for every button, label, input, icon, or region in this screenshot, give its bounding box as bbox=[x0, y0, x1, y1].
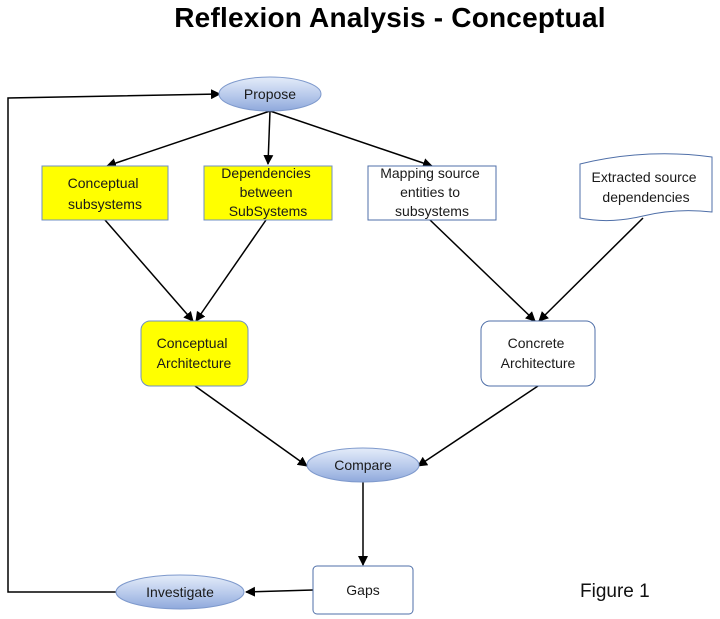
node-line: SubSystems bbox=[229, 203, 308, 219]
node-line: dependencies bbox=[602, 189, 689, 205]
node-extracted-text: Extracted source dependencies bbox=[592, 169, 701, 205]
node-line: Extracted source bbox=[592, 169, 697, 185]
arrow-gaps-to-investigate bbox=[245, 586, 314, 597]
node-line: Mapping source bbox=[380, 165, 480, 181]
node-line: Architecture bbox=[157, 355, 232, 371]
node-conceptual-subsystems-text: Conceptual subsystems bbox=[68, 175, 143, 212]
arrow-propose-to-dependencies bbox=[263, 110, 274, 165]
node-line: Concrete bbox=[508, 335, 565, 351]
diagram-title: Reflexion Analysis - Conceptual bbox=[174, 2, 606, 33]
arrow-mapping-to-concrete bbox=[429, 219, 536, 322]
node-gaps[interactable]: Gaps bbox=[312, 565, 414, 615]
node-mapping-text: Mapping source entities to subsystems bbox=[380, 165, 484, 219]
arrow-dependencies-to-architecture bbox=[195, 219, 267, 322]
figure-label: Figure 1 bbox=[580, 581, 650, 602]
node-conceptual-subsystems[interactable]: Conceptual subsystems bbox=[41, 165, 169, 221]
node-dependencies-between-subsystems[interactable]: Dependencies between SubSystems bbox=[203, 165, 333, 221]
node-conceptual-architecture[interactable]: Conceptual Architecture bbox=[140, 320, 249, 387]
node-gaps-label: Gaps bbox=[346, 582, 379, 598]
node-dependencies-text: Dependencies between SubSystems bbox=[221, 165, 314, 219]
node-compare-label: Compare bbox=[334, 457, 392, 473]
arrow-extracted-to-concrete bbox=[538, 217, 644, 322]
node-line: entities to bbox=[400, 184, 460, 200]
node-extracted-source-dependencies[interactable]: Extracted source dependencies bbox=[579, 153, 713, 222]
node-compare[interactable]: Compare bbox=[306, 447, 420, 483]
node-line: Dependencies bbox=[221, 165, 311, 181]
arrow-conceptual-subsystems-to-architecture bbox=[104, 219, 194, 322]
node-line: subsystems bbox=[68, 196, 142, 212]
arrow-concrete-arch-to-compare bbox=[417, 385, 539, 467]
node-propose-label: Propose bbox=[244, 86, 296, 102]
node-concrete-architecture[interactable]: Concrete Architecture bbox=[480, 320, 596, 387]
connectors bbox=[7, 89, 644, 597]
arrow-investigate-loop-to-propose bbox=[7, 89, 221, 593]
node-concrete-architecture-text: Concrete Architecture bbox=[501, 335, 576, 371]
node-conceptual-architecture-text: Conceptual Architecture bbox=[157, 335, 232, 371]
node-mapping-source-entities[interactable]: Mapping source entities to subsystems bbox=[367, 165, 497, 221]
arrow-propose-to-mapping-source bbox=[269, 110, 433, 168]
node-investigate[interactable]: Investigate bbox=[115, 574, 245, 610]
arrow-conceptual-arch-to-compare bbox=[194, 385, 308, 467]
node-line: subsystems bbox=[395, 203, 469, 219]
node-line: Conceptual bbox=[157, 335, 228, 351]
node-investigate-label: Investigate bbox=[146, 584, 214, 600]
arrow-propose-to-conceptual-subsystems bbox=[106, 110, 271, 168]
node-line: between bbox=[240, 184, 293, 200]
node-propose[interactable]: Propose bbox=[218, 76, 322, 112]
node-line: Conceptual bbox=[68, 175, 139, 191]
node-line: Architecture bbox=[501, 355, 576, 371]
